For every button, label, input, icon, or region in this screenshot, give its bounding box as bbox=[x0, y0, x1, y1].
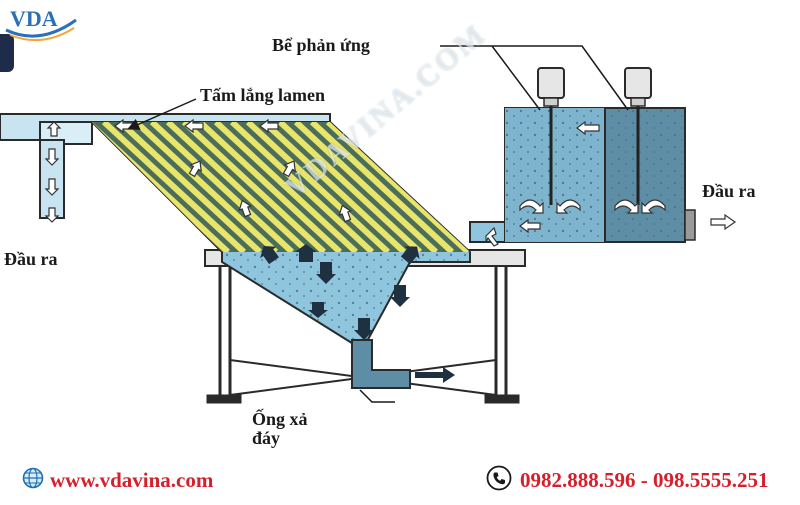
flow-arrows bbox=[44, 118, 737, 247]
label-outlet-right: Đầu ra bbox=[702, 181, 756, 201]
logo-text: VDA bbox=[10, 6, 58, 31]
footer-website[interactable]: www.vdavina.com bbox=[22, 467, 213, 494]
lamella-plate-stripe bbox=[101, 122, 247, 252]
mixer-motor-left bbox=[537, 67, 565, 205]
lamella-plate-stripe bbox=[245, 122, 391, 252]
lamella-plate-stripe bbox=[197, 122, 343, 252]
lamella-plate-stripe bbox=[149, 122, 295, 252]
lamella-plate-stripe bbox=[213, 122, 359, 252]
side-tab[interactable] bbox=[0, 34, 14, 72]
lamella-plate-stripe bbox=[133, 122, 279, 252]
footer-phone[interactable]: 0982.888.596 - 098.5555.251 bbox=[486, 465, 769, 496]
lamella-plate-stripe bbox=[261, 122, 407, 252]
label-bottom-drain: Ống xả đáy bbox=[252, 410, 308, 448]
phone-icon bbox=[486, 465, 512, 496]
lamella-plate-stripe bbox=[309, 122, 455, 252]
lamella-plate-stripe bbox=[165, 122, 311, 252]
lamella-plate-stripe bbox=[229, 122, 375, 252]
lamella-plate-stripe bbox=[325, 122, 470, 252]
label-reaction-tank: Bể phản ứng bbox=[272, 35, 370, 55]
website-link[interactable]: www.vdavina.com bbox=[50, 468, 214, 492]
label-bottom-drain-line1: Ống xả bbox=[252, 409, 308, 429]
reaction-tank bbox=[504, 107, 696, 243]
lamella-plate-stripe bbox=[117, 122, 263, 252]
label-outlet-left: Đầu ra bbox=[4, 249, 58, 269]
bottom-drain-pipe bbox=[351, 339, 411, 389]
mixer-motor-right bbox=[624, 67, 652, 205]
vda-logo-icon: VDA bbox=[0, 0, 80, 49]
globe-icon bbox=[22, 467, 44, 494]
down-flow-arrows bbox=[260, 244, 455, 383]
phone-numbers[interactable]: 0982.888.596 - 098.5555.251 bbox=[520, 468, 769, 492]
label-lamella-plate: Tấm lắng lamen bbox=[200, 85, 326, 105]
lamella-plate-stripe bbox=[181, 122, 327, 252]
lamella-plate-stripe bbox=[293, 122, 439, 252]
label-bottom-drain-line2: đáy bbox=[252, 427, 281, 448]
top-trough bbox=[0, 113, 331, 145]
leader-lines bbox=[127, 45, 629, 403]
lamella-plate-stripe bbox=[277, 122, 423, 252]
